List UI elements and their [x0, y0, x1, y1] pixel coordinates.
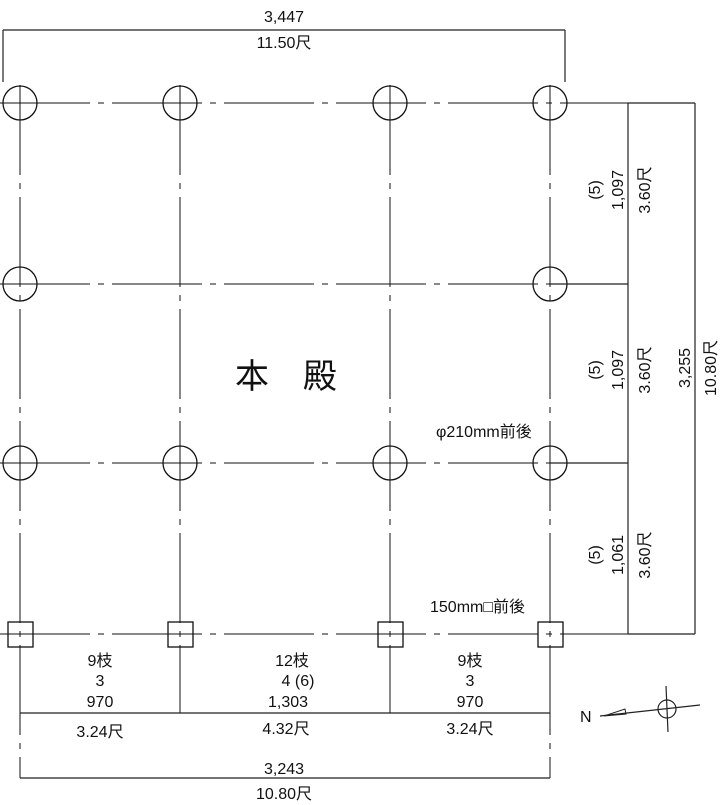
- right-total-shaku: 10.80尺: [703, 340, 720, 396]
- bottom-span-count: 3: [466, 673, 475, 690]
- square-column: [7, 621, 34, 648]
- round-column: [2, 85, 38, 121]
- north-arrow-icon: N: [580, 685, 701, 733]
- round-column: [372, 445, 408, 481]
- bottom-span-mm: 970: [87, 694, 114, 711]
- right-span-mm: 1,097: [610, 170, 627, 210]
- bottom-total-mm: 3,243: [264, 761, 304, 778]
- bottom-span-count: 3: [96, 673, 105, 690]
- bottom-span-rafters: 12枝: [275, 652, 309, 670]
- square-column: [167, 621, 194, 648]
- square-column-note: 150mm□前後: [430, 598, 525, 616]
- top-dimension: 3,447 11.50尺: [2, 9, 566, 82]
- round-column-note: φ210mm前後: [436, 423, 532, 441]
- north-label: N: [580, 709, 592, 726]
- square-columns: [7, 621, 564, 648]
- right-span-mm: 1,061: [610, 535, 627, 575]
- bottom-span-rafters: 9枝: [458, 652, 483, 670]
- round-column: [372, 85, 408, 121]
- right-span-count: (5): [587, 545, 604, 565]
- top-dimension-shaku: 11.50尺: [257, 35, 312, 52]
- bottom-dimensions: 9枝 3 970 3.24尺 12枝 4 (6) 1,303 4.32尺 9枝 …: [20, 652, 550, 803]
- top-dimension-mm: 3,447: [264, 9, 304, 26]
- right-span-count: (5): [587, 360, 604, 380]
- right-span-shaku: 3.60尺: [637, 346, 654, 393]
- bottom-span-mm: 1,303: [268, 694, 308, 711]
- right-span-shaku: 3.60尺: [637, 166, 654, 213]
- square-column: [537, 621, 564, 648]
- square-column: [377, 621, 404, 648]
- right-span-mm: 1,097: [610, 350, 627, 390]
- round-column: [2, 445, 38, 481]
- right-dimensions: (5) 1,097 3.60尺 (5) 1,097 3.60尺 (5) 1,06…: [550, 102, 720, 635]
- round-columns: [2, 85, 568, 481]
- round-column: [532, 85, 568, 121]
- building-title: 本 殿: [235, 358, 337, 396]
- bottom-span-rafters: 9枝: [88, 652, 113, 670]
- right-span-shaku: 3.60尺: [637, 531, 654, 578]
- bottom-span-count: 4 (6): [282, 673, 315, 690]
- bottom-span-shaku: 4.32尺: [262, 721, 309, 738]
- right-total-mm: 3,255: [677, 348, 694, 388]
- bottom-span-shaku: 3.24尺: [446, 721, 493, 738]
- round-column: [162, 85, 198, 121]
- grid-lines: [0, 85, 628, 778]
- right-span-count: (5): [587, 180, 604, 200]
- bottom-total-shaku: 10.80尺: [256, 786, 312, 803]
- round-column: [2, 266, 38, 302]
- round-column: [162, 445, 198, 481]
- bottom-span-mm: 970: [457, 694, 484, 711]
- bottom-span-shaku: 3.24尺: [76, 724, 123, 741]
